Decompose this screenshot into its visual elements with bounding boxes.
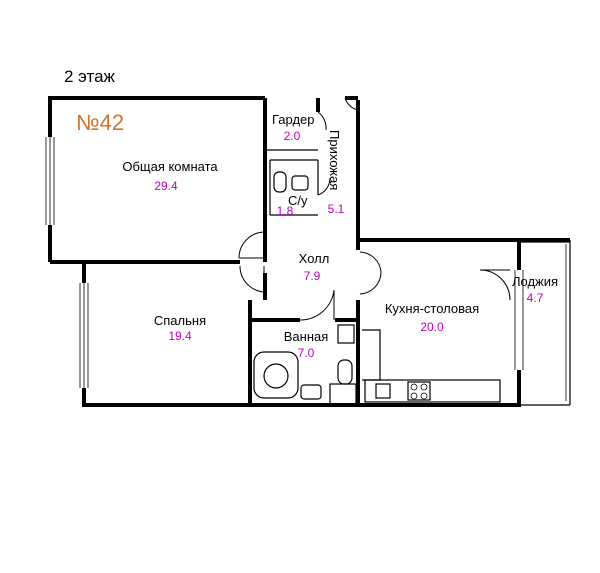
interior-walls [84, 96, 360, 405]
wc-area: 1.8 [277, 204, 294, 218]
hall-area: 7.9 [304, 269, 321, 283]
bathroom-door [299, 289, 335, 321]
hallway-area: 5.1 [328, 202, 345, 216]
loggia-area: 4.7 [527, 291, 544, 305]
bathroom-area: 7.0 [298, 346, 315, 360]
loggia-name: Лоджия [512, 274, 558, 289]
kitchen-door [359, 251, 382, 273]
doors [238, 97, 511, 321]
kitchen-area: 20.0 [420, 320, 444, 334]
living-room-name: Общая комната [122, 159, 218, 174]
bathroom-name: Ванная [284, 329, 329, 344]
bedroom-door [239, 265, 265, 293]
bath-toilet [337, 359, 353, 385]
wc-toilet [273, 171, 287, 193]
living-door [238, 231, 266, 259]
kitchen-name: Кухня-столовая [385, 301, 479, 316]
kitchen-counter [364, 379, 501, 403]
bedroom-name: Спальня [154, 313, 206, 328]
wc-sink [291, 175, 309, 191]
entry-door [344, 97, 359, 111]
kitchen-door-2 [359, 271, 382, 295]
wc-name: С/у [288, 193, 308, 208]
hallway-name: Прихожая [327, 130, 342, 190]
bedroom-area: 19.4 [168, 329, 192, 343]
floor-label: 2 этаж [64, 67, 116, 86]
loggia-door [479, 269, 511, 301]
living-room-area: 29.4 [154, 179, 178, 193]
bath-sink [300, 384, 322, 400]
outer-walls [45, 96, 571, 407]
fixtures [253, 171, 501, 405]
wardrobe-name: Гардер [272, 112, 315, 127]
apartment-number: №42 [76, 110, 124, 135]
wardrobe-area: 2.0 [284, 129, 301, 143]
wardrobe-door [317, 111, 327, 131]
wc-door [317, 177, 331, 196]
hall-name: Холл [299, 251, 330, 266]
